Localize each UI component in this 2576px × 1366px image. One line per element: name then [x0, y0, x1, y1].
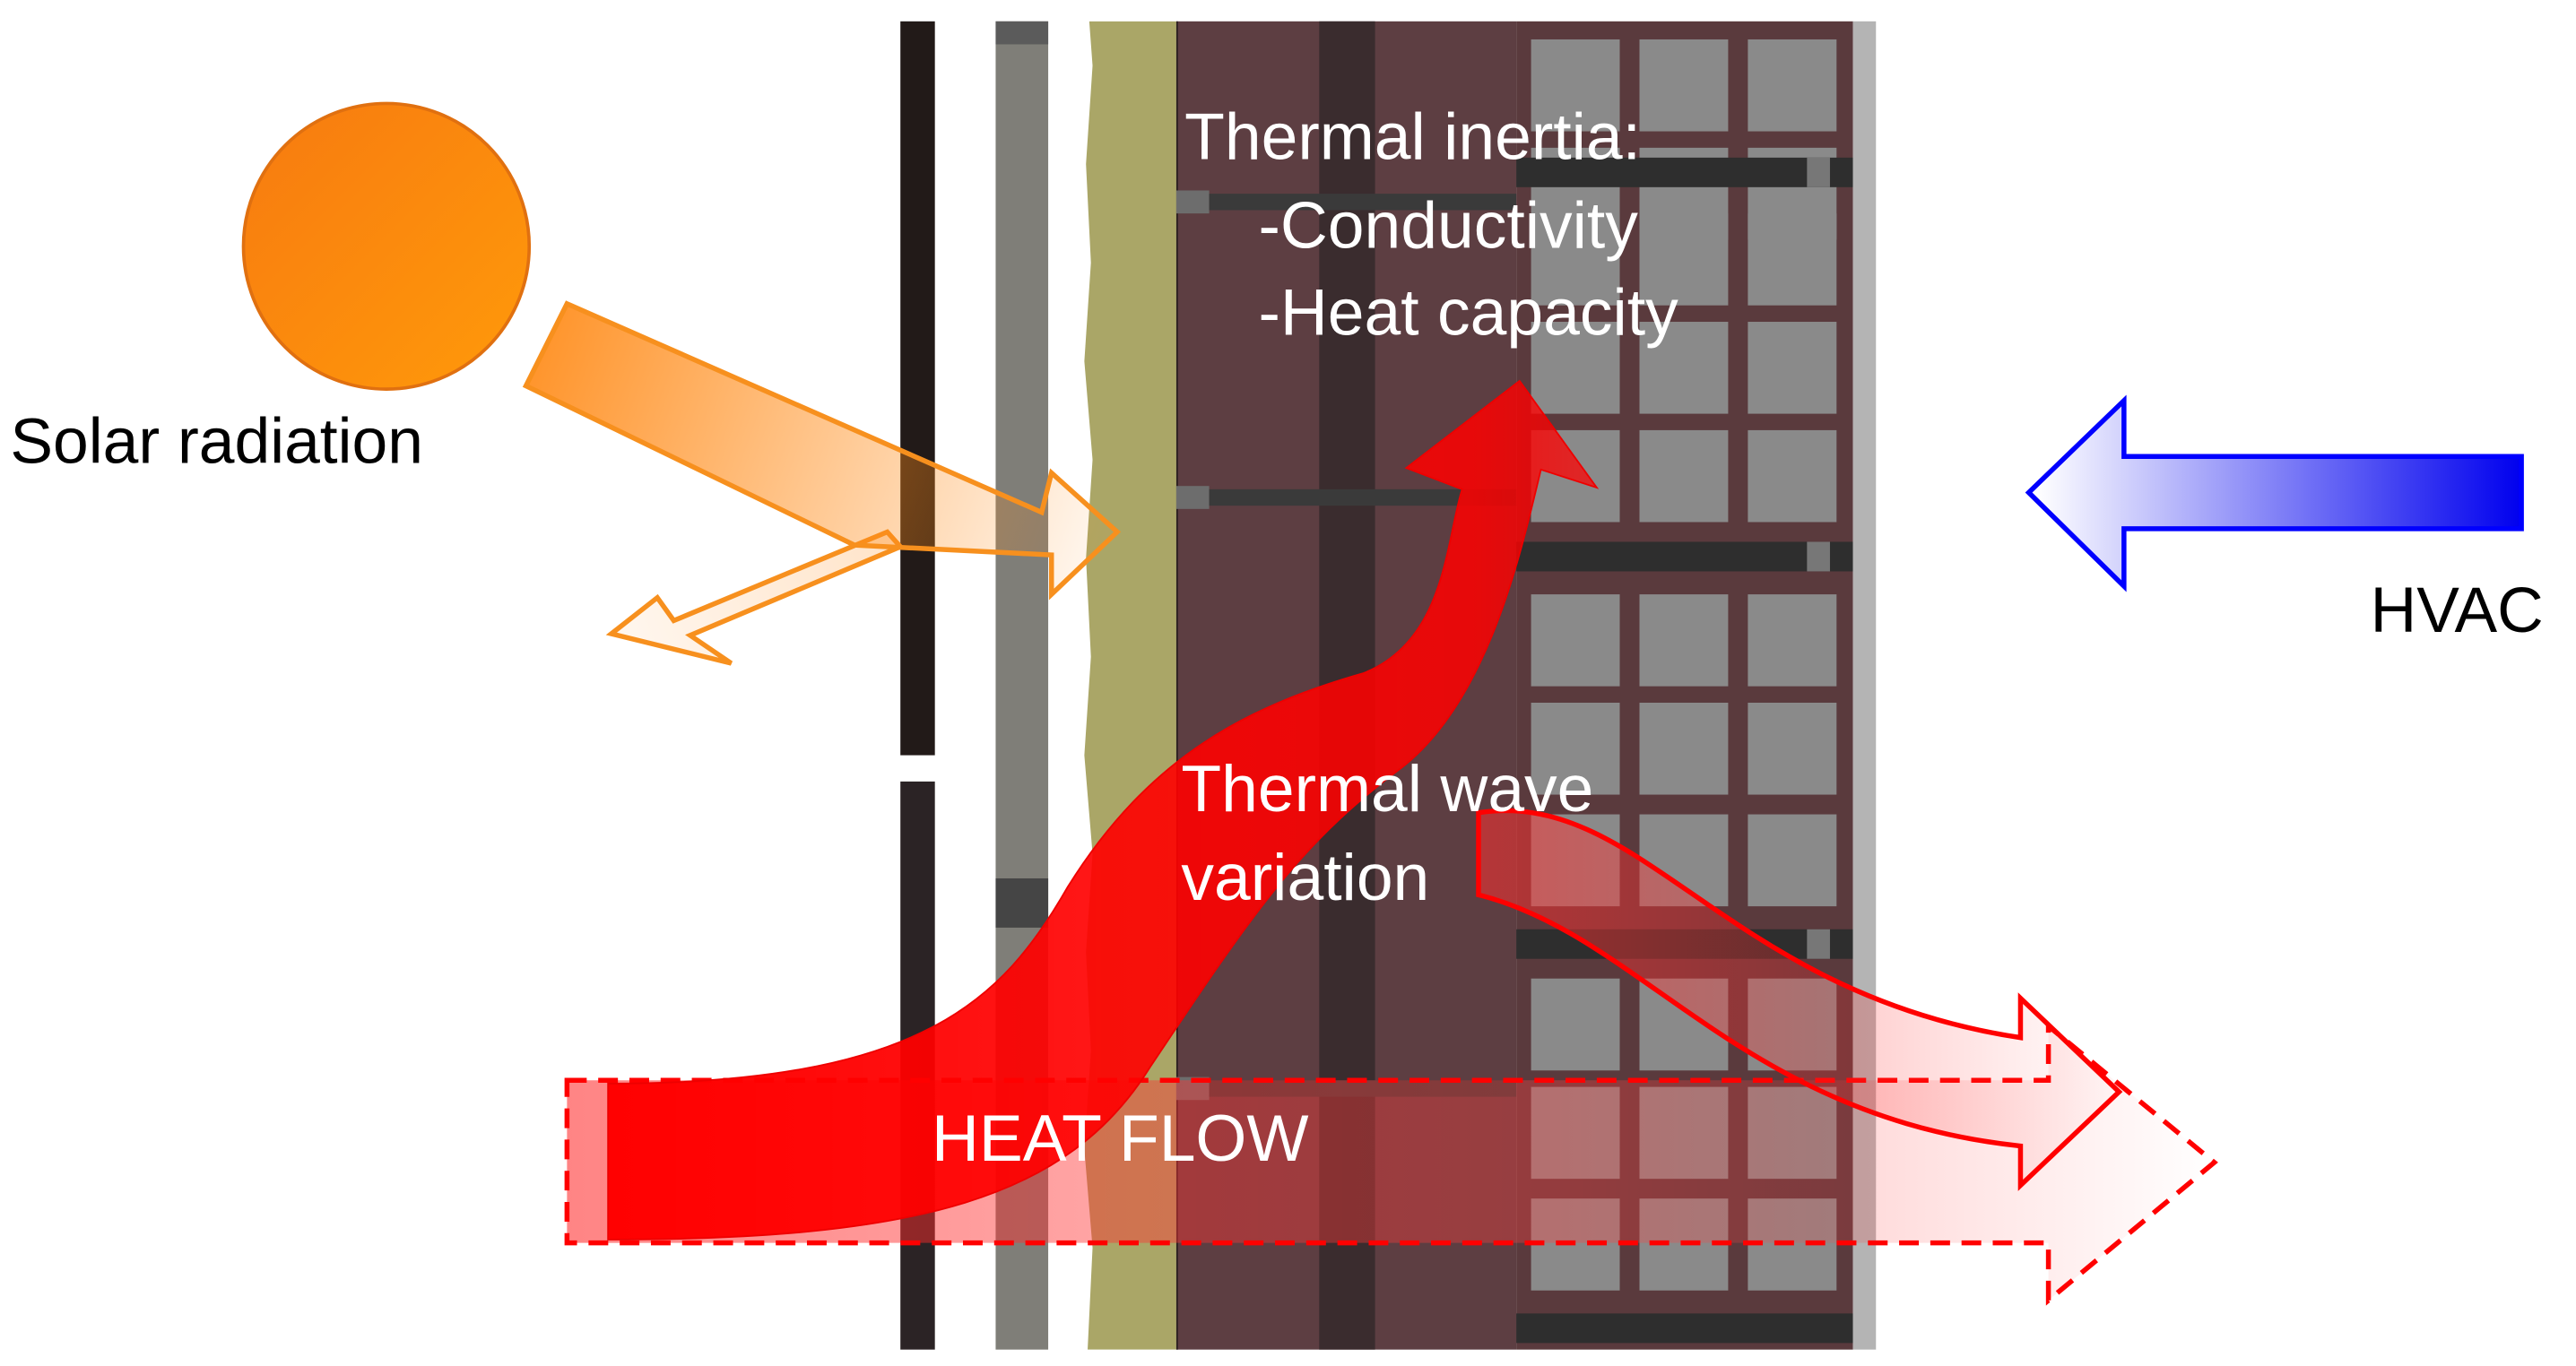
wall-block: [1639, 702, 1729, 795]
thermal-inertia-heat-capacity: -Heat capacity: [1259, 276, 1679, 350]
wall-block: [1531, 594, 1620, 687]
wall-block: [1748, 39, 1837, 132]
hvac-arrow: [2025, 394, 2524, 592]
heat-flow-label: HEAT FLOW: [932, 1102, 1309, 1175]
outer-cladding-upper: [900, 21, 935, 756]
wall-block: [1748, 213, 1837, 306]
wall-block: [1531, 978, 1620, 1071]
wall-block: [1531, 213, 1620, 306]
wall-block: [1748, 594, 1837, 687]
thermal-inertia-title: Thermal inertia:: [1184, 100, 1641, 174]
wall-block: [1639, 39, 1729, 132]
thermal-wave-out-arrow: [1476, 808, 2123, 1191]
thermal-wave-label-line2: variation: [1181, 841, 1429, 914]
wall-block: [1531, 39, 1620, 132]
wall-block: [1639, 594, 1729, 687]
thermal-inertia-conductivity: -Conductivity: [1259, 189, 1639, 263]
wall-block: [1748, 429, 1837, 523]
wall-block: [1748, 702, 1837, 795]
wall-block: [1639, 213, 1729, 306]
solar-radiation-arrow: [522, 300, 1122, 601]
wall-block: [1531, 322, 1620, 414]
wall-block: [1748, 814, 1837, 907]
thermal-wave-label-line1: Thermal wave: [1181, 752, 1593, 826]
wall-block: [1639, 429, 1729, 523]
hvac-label: HVAC: [2371, 575, 2544, 646]
wall-block: [1531, 702, 1620, 795]
wall-block: [1748, 322, 1837, 414]
solar-reflected-arrow: [605, 529, 905, 666]
solar-radiation-label: Solar radiation: [10, 406, 423, 478]
thermal-wave-up-arrow: [607, 379, 1600, 1241]
wall-block: [1639, 322, 1729, 414]
sun-icon: [241, 101, 532, 391]
